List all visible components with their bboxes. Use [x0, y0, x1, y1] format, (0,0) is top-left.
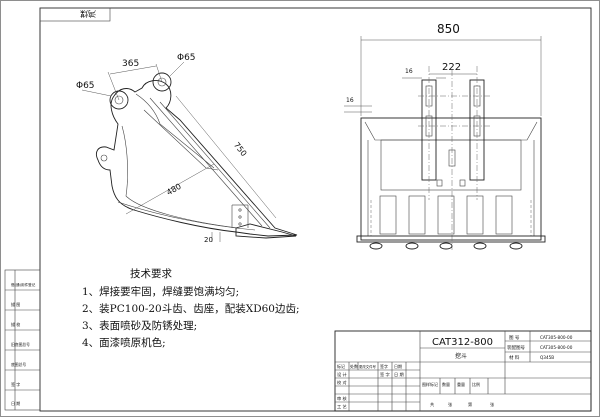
value-material: Q345B	[540, 355, 554, 360]
dim-pin-left: Φ65	[76, 81, 95, 91]
margin-label-6: 日 期	[11, 400, 20, 406]
value-drawing-no: CAT305-800-00	[540, 335, 573, 340]
dim-ear-spacing: 222	[442, 62, 461, 73]
corner-tab-box	[39, 7, 111, 22]
requirement-2: 2、装PC100-20斗齿、齿座，配装XD60边齿;	[82, 302, 300, 315]
side-view: 365 Φ65 Φ65 750 480 20	[76, 53, 298, 244]
rev-header-1: 处数	[350, 363, 358, 369]
label-material: 材 料	[509, 354, 520, 361]
row-label-2: 审 核	[337, 395, 348, 402]
rev-header-0: 标记	[337, 363, 345, 369]
dim-width: 850	[437, 22, 460, 36]
rev-header-3: 签字	[380, 363, 388, 369]
dim-plate-thk: 16	[346, 97, 354, 104]
row-label-1: 校 对	[337, 379, 347, 386]
requirement-3: 3、表面喷砂及防锈处理;	[82, 319, 197, 332]
dim-tooth: 20	[204, 236, 213, 244]
requirement-1: 1、焊接要牢固，焊缝要饱满均匀;	[82, 285, 239, 298]
cutting-edge	[356, 235, 546, 243]
front-view: 850 222 16 16	[344, 22, 546, 250]
pin-boss-right	[152, 72, 172, 92]
margin-label-1: 描 图	[11, 301, 20, 307]
bucket-tooth	[235, 223, 297, 239]
tooth-tips	[369, 242, 523, 250]
sheet-label-0: 共	[430, 401, 434, 408]
bucket-side-outline	[95, 80, 298, 237]
margin-label-0: 借(通)用件登记	[11, 282, 36, 287]
sheet-label-1: 张	[448, 401, 453, 408]
sheet-label-3: 张	[490, 401, 495, 408]
dim-opening: 480	[165, 182, 183, 197]
stage-header-0: 图样标记	[422, 381, 438, 387]
value-assembly-no: CAT305-800-00	[540, 345, 573, 350]
dim-pin-distance: 365	[122, 59, 139, 69]
drawing-frame	[39, 7, 592, 412]
dim-ear-thk: 16	[405, 68, 413, 75]
teeth-row	[370, 195, 532, 236]
left-margin-table: 借(通)用件登记 描 图 描 校 旧底图总号 底图总号 签 字 日 期	[4, 269, 41, 411]
stage-header-2: 重量	[457, 381, 465, 387]
part-name: 挖斗	[455, 352, 467, 360]
bucket-front-body	[360, 117, 542, 241]
margin-label-4: 底图总号	[11, 362, 26, 367]
requirements-title: 技术要求	[130, 267, 172, 280]
technical-requirements: 技术要求 1、焊接要牢固，焊缝要饱满均匀; 2、装PC100-20斗齿、齿座，配…	[82, 267, 300, 349]
label-drawing-no: 图 号	[509, 335, 520, 341]
stage-header-1: 数量	[442, 381, 450, 387]
row-label-3: 工 艺	[337, 404, 347, 409]
sign-label-0: 签 字	[380, 371, 390, 377]
rev-header-4: 日期	[394, 363, 402, 369]
stage-header-3: 比例	[472, 381, 480, 387]
drawing-title: CAT312-800	[432, 337, 493, 348]
margin-label-2: 描 校	[11, 321, 20, 327]
label-assembly-no: 装配图号	[507, 344, 525, 351]
rev-header-2: 更改文件号	[359, 364, 377, 369]
sign-label-1: 日 期	[394, 372, 404, 378]
margin-label-3: 旧底图总号	[11, 342, 30, 347]
margin-label-5: 签 字	[11, 381, 20, 387]
row-label-0: 设 计	[337, 371, 347, 378]
requirement-4: 4、面漆喷原机色;	[82, 336, 166, 349]
back-plate	[380, 139, 522, 191]
pin-boss-left	[109, 90, 129, 110]
corner-tab-text: 鸿煤	[80, 9, 96, 19]
mounting-ears	[418, 66, 490, 200]
title-block: CAT312-800 挖斗 图 号 CAT305-800-00 装配图号 CAT…	[334, 330, 592, 412]
dim-depth: 750	[232, 141, 249, 159]
sheet-label-2: 第	[468, 401, 472, 408]
dim-pin-right: Φ65	[177, 53, 196, 63]
